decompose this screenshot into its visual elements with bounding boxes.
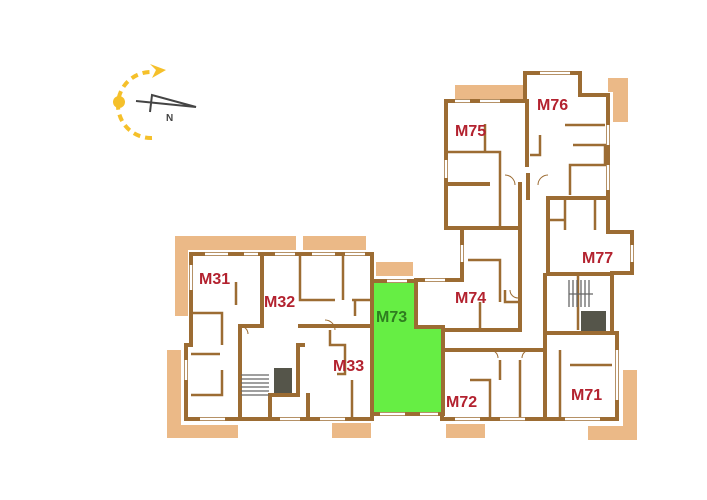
unit-label-M74: M74 [455,290,486,307]
unit-M75[interactable] [447,102,523,230]
unit-M32[interactable] [262,256,370,326]
unit-M31[interactable] [192,256,260,416]
compass-icon: N [113,64,197,141]
unit-label-M71: M71 [571,387,602,404]
unit-label-M31: M31 [199,271,230,288]
stairwell-right [568,280,606,331]
unit-label-M76: M76 [537,97,568,114]
unit-label-M32: M32 [264,294,295,311]
unit-label-M75: M75 [455,123,486,140]
unit-M72[interactable] [444,350,544,418]
sun-icon [113,96,125,108]
unit-label-M77: M77 [582,250,613,267]
elevator-icon [581,311,606,331]
units [192,74,631,419]
unit-label-M33: M33 [333,358,364,375]
unit-M71[interactable] [546,333,616,419]
elevator-icon [274,368,292,393]
unit-label-M72: M72 [446,394,477,411]
stairwell-left [241,368,292,396]
walls [184,71,634,421]
unit-labels: M31 M32 M33 M71 M72 M73 M74 M75 M76 M77 [199,97,613,411]
unit-label-M73: M73 [376,309,407,326]
unit-M77[interactable] [549,198,631,274]
north-label: N [166,113,173,124]
